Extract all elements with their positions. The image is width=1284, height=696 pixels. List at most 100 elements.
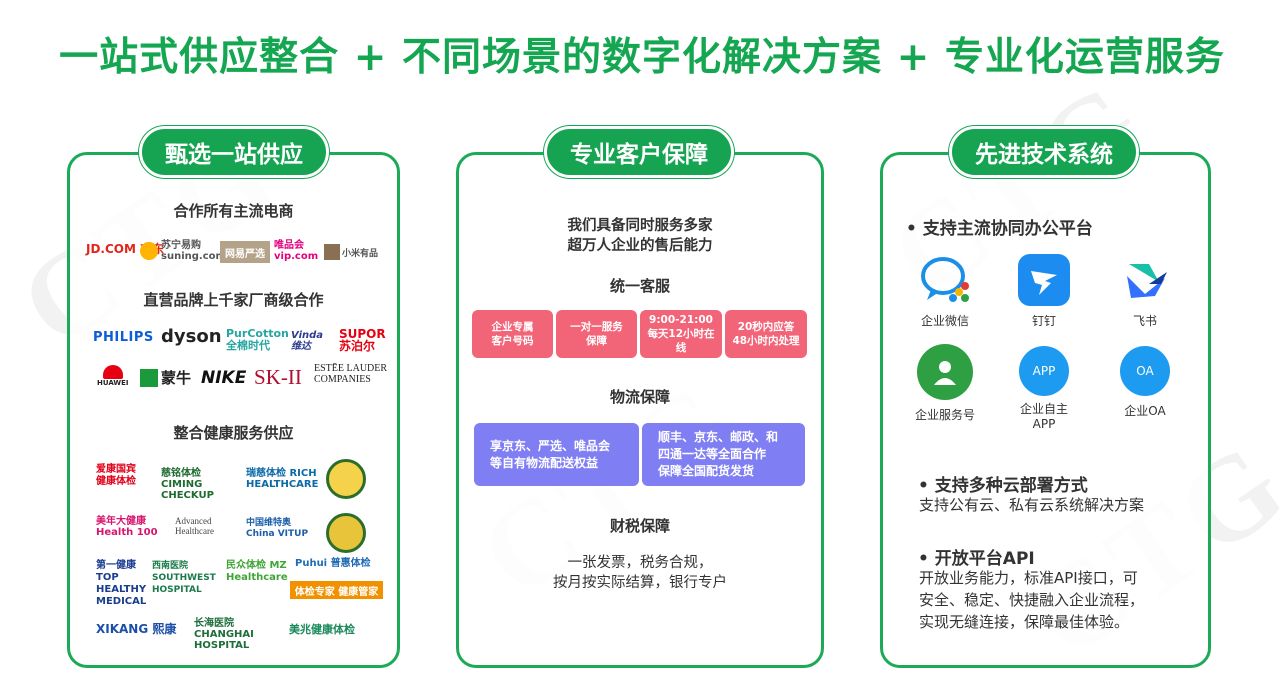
ciming-logo: 慈铭体检 CIMING CHECKUP <box>161 468 214 501</box>
meinian-logo: 美年大健康 Health 100 <box>96 516 158 538</box>
tile-line: 一对一服务 <box>570 321 623 333</box>
app-label: 飞书 <box>1132 314 1157 328</box>
logistics-tile-partners: 顺丰、京东、邮政、和四通一达等全面合作保障全国配货发货 <box>642 423 805 486</box>
service-intro-line: 超万人企业的售后能力 <box>567 238 713 254</box>
mengniu-logo: 蒙牛 <box>140 367 191 388</box>
vip-logo-text: 唯品会 vip.com <box>274 240 319 262</box>
mengniu-square-icon <box>140 368 158 387</box>
tile-line: 四通一达等全面合作 <box>658 447 767 461</box>
tile-line: 等自有物流配送权益 <box>490 455 599 470</box>
estee-lauder-logo: ESTĒE LAUDER COMPANIES <box>314 363 388 385</box>
hospital-seal-1 <box>326 459 366 499</box>
tax-line: 按月按实际结算，银行专户 <box>553 575 727 591</box>
app-wecom: 企业微信 <box>905 254 985 329</box>
rici-logo: 瑞慈体检 RICH HEALTHCARE <box>246 468 319 490</box>
app-label: 企业自主 <box>1019 402 1068 416</box>
app-dingtalk: 钉钉 <box>1004 254 1084 329</box>
yanxuan-logo-text: 网易严选 <box>225 248 265 260</box>
tax-line: 一张发票，税务合规， <box>567 555 713 571</box>
service-intro: 我们具备同时服务多家 超万人企业的售后能力 <box>456 216 824 256</box>
wecom-icon <box>919 254 971 306</box>
dingtalk-icon <box>1018 254 1070 306</box>
tile-line: 保障 <box>586 335 607 347</box>
service-card-heading: 专业客户保障 <box>544 126 734 178</box>
brands-title: 直营品牌上千家厂商级合作 <box>143 291 324 309</box>
app-self-app: APP 企业自主 APP <box>1004 346 1084 432</box>
feishu-icon <box>1119 254 1171 306</box>
huawei-logo-text: HUAWEI <box>97 379 129 387</box>
app-label: 企业微信 <box>920 314 969 328</box>
suning-logo: 苏宁易购 suning.com <box>140 240 226 262</box>
service-intro-line: 我们具备同时服务多家 <box>567 218 713 234</box>
service-account-icon <box>917 344 973 400</box>
tile-line: 保障全国配货发货 <box>658 464 755 478</box>
office-platform-title: • 支持主流协同办公平台 <box>906 219 1093 239</box>
app-label: 企业服务号 <box>914 408 975 422</box>
cloud-deploy-title: • 支持多种云部署方式 <box>918 476 1088 496</box>
app-label: 企业OA <box>1124 404 1166 418</box>
open-api-title: • 开放平台API <box>918 549 1035 569</box>
open-api-text: 开放业务能力，标准API接口，可 安全、稳定、快捷融入企业流程， 实现无缝连接，… <box>919 567 1144 633</box>
service-card <box>456 152 824 668</box>
suning-logo-text: 苏宁易购 suning.com <box>161 240 226 262</box>
customer-service-title: 统一客服 <box>609 277 670 295</box>
puhui-logo: Puhui 普惠体检 <box>295 558 371 569</box>
advanced-logo: Advanced Healthcare <box>175 516 214 536</box>
vitup-logo: 中国维特奥 China VITUP <box>246 518 309 539</box>
oa-icon: OA <box>1120 346 1170 396</box>
tile-line: 客户号码 <box>491 335 534 347</box>
cloud-deploy-text: 支持公有云、私有云系统解决方案 <box>919 496 1145 514</box>
supor-logo: SUPOR 苏泊尔 <box>339 327 386 353</box>
tile-line: 企业专属 <box>491 321 534 333</box>
tile-line: 20秒内应答 <box>737 321 795 333</box>
app-label: 钉钉 <box>1031 314 1056 328</box>
changhai-logo: 长海医院 CHANGHAI HOSPITAL <box>194 618 254 651</box>
xikang-logo: XIKANG 熙康 <box>96 622 177 636</box>
app-service-account: 企业服务号 <box>905 344 985 423</box>
hospital-seal-2 <box>326 513 366 553</box>
vinda-logo: Vinda 维达 <box>291 330 324 352</box>
app-icon: APP <box>1019 346 1069 396</box>
tech-card-heading: 先进技术系统 <box>949 126 1139 178</box>
tax-title: 财税保障 <box>609 517 670 535</box>
service-tile-hours: 9:00-21:00 每天12小时在线 <box>640 310 722 358</box>
southwest-hospital-logo: 西南医院 SOUTHWEST HOSPITAL <box>152 561 216 595</box>
youpin-logo-text: 小米有品 <box>342 248 379 259</box>
logistics-tile-own: 享京东、严选、唯品会等自有物流配送权益 <box>474 423 639 486</box>
ecommerce-title: 合作所有主流电商 <box>173 202 294 220</box>
logistics-title: 物流保障 <box>609 388 670 406</box>
mengniu-logo-text: 蒙牛 <box>161 369 192 387</box>
minzhong-logo: 民众体检 MZ Healthcare <box>226 560 288 583</box>
huawei-logo: HUAWEI <box>97 365 129 387</box>
tile-line: 顺丰、京东、邮政、和 <box>658 430 779 444</box>
vip-logo: 唯品会 vip.com <box>274 240 318 262</box>
suning-sun-icon <box>140 242 158 260</box>
service-tile-response: 20秒内应答 48小时内处理 <box>725 310 807 358</box>
tile-line: 9:00-21:00 <box>649 314 713 326</box>
yanxuan-logo: 网易严选 <box>220 241 270 263</box>
tile-line: 每天12小时在线 <box>647 328 715 354</box>
youpin-square-icon <box>324 244 340 260</box>
open-api-line: 实现无缝连接，保障最佳体验。 <box>919 613 1130 631</box>
tax-text: 一张发票，税务合规， 按月按实际结算，银行专户 <box>456 553 824 593</box>
supply-card-heading: 甄选一站供应 <box>139 126 329 178</box>
app-label: APP <box>1032 417 1056 431</box>
page-title: 一站式供应整合 + 不同场景的数字化解决方案 + 专业化运营服务 <box>59 35 1225 80</box>
youpin-logo: 小米有品 <box>324 244 378 260</box>
huawei-petal-icon <box>102 365 123 379</box>
open-api-line: 安全、稳定、快捷融入企业流程， <box>919 591 1145 609</box>
dyson-logo: dyson <box>161 326 222 347</box>
nike-logo: NIKE <box>201 368 247 388</box>
skii-logo: SK-II <box>254 365 302 389</box>
service-tile-hotline: 企业专属客户号码 <box>472 310 553 358</box>
open-api-line: 开放业务能力，标准API接口，可 <box>919 569 1138 587</box>
philips-logo: PHILIPS <box>93 330 154 345</box>
meizhao-logo: 美兆健康体检 <box>289 623 355 636</box>
app-oa: OA 企业OA <box>1105 346 1185 419</box>
tijian-expert-logo: 体检专家 健康管家 <box>290 581 383 599</box>
tile-line: 48小时内处理 <box>732 335 800 347</box>
first-health-logo: 第一健康 TOP HEALTHY MEDICAL <box>96 560 147 607</box>
app-feishu: 飞书 <box>1105 254 1185 329</box>
service-tile-one-to-one: 一对一服务保障 <box>556 310 637 358</box>
ikang-logo: 爱康国宾 健康体检 <box>96 464 136 487</box>
